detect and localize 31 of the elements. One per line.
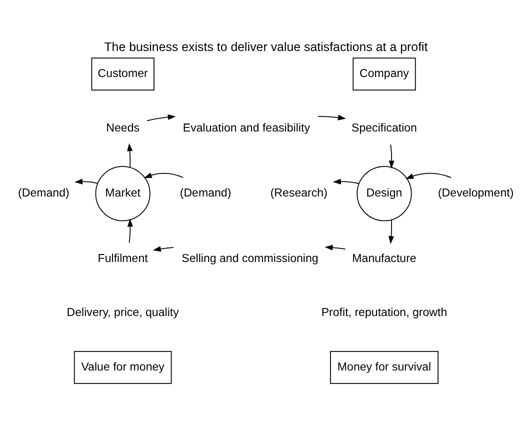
arrow	[146, 114, 176, 122]
node-text: (Demand)	[180, 188, 232, 200]
arrow	[144, 172, 184, 178]
arrow	[406, 172, 452, 179]
label: Delivery, price, quality	[66, 307, 179, 320]
node-text: Fulfilment	[98, 252, 148, 265]
node-text: (Research)	[270, 188, 328, 200]
arrow	[127, 218, 133, 244]
node-text: Evaluation and feasibility	[182, 122, 310, 134]
node-text: Selling and commissioning	[182, 252, 318, 265]
node-box: Company	[352, 58, 416, 90]
node-circle: Market	[95, 166, 150, 222]
node-text: Needs	[106, 122, 140, 134]
arrow	[332, 178, 360, 184]
node-circle: Design	[356, 166, 412, 222]
arrow	[127, 143, 133, 168]
arrow	[152, 246, 174, 252]
label: Profit, reputation, growth	[321, 307, 448, 320]
arrow	[388, 144, 394, 169]
node-text: Specification	[352, 122, 417, 134]
node-box: Money for survival	[330, 351, 438, 384]
arrow	[324, 244, 346, 250]
diagram-title: The business exists to deliver value satisfactions at a profit	[104, 40, 428, 54]
node-text: Manufacture	[352, 252, 416, 265]
node-box: Value for money	[74, 351, 172, 384]
node-box: Customer	[91, 58, 154, 90]
arrow	[74, 178, 98, 184]
node-text: (Development)	[438, 188, 514, 200]
arrow	[318, 114, 346, 120]
node-text: (Demand)	[18, 188, 70, 200]
arrow	[388, 220, 394, 244]
